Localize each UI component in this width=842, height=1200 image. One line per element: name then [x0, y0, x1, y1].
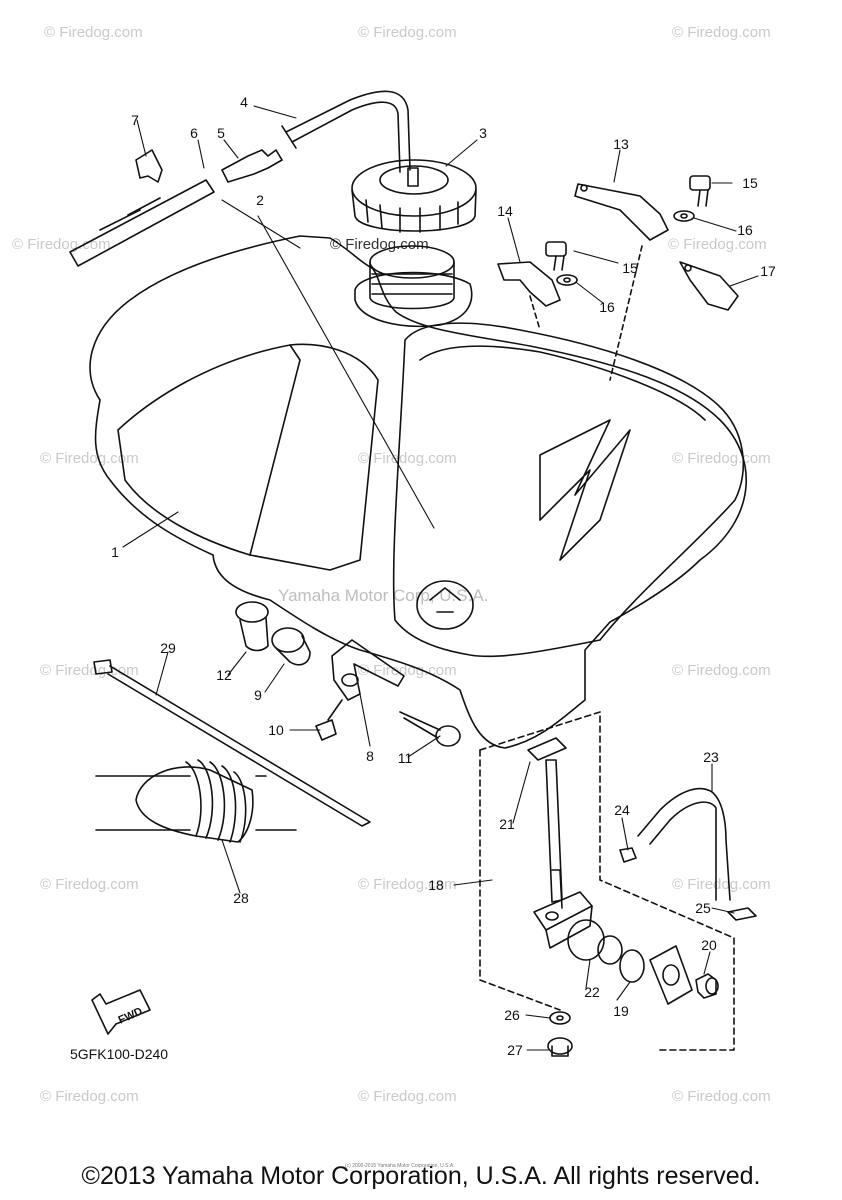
fuel-cock-18: [533, 759, 593, 949]
leader-lines: [122, 105, 759, 1051]
callout-13: 13: [613, 136, 629, 152]
fuel-hose-23: [637, 787, 731, 901]
fwd-arrow: [91, 989, 151, 1035]
washer-16-lower: [556, 274, 578, 286]
watermark: © Firedog.com: [12, 236, 111, 253]
watermark: © Firedog.com: [672, 450, 771, 467]
callout-16-lower: 16: [599, 299, 615, 315]
watermark: © Firedog.com: [40, 450, 139, 467]
check-valve: [221, 149, 283, 183]
watermark: © Firedog.com: [358, 24, 457, 41]
callout-11: 11: [397, 750, 413, 766]
callout-4: 4: [240, 94, 248, 110]
copyright-footer: ©2013 Yamaha Motor Corporation, U.S.A. A…: [81, 1162, 761, 1190]
callout-24: 24: [614, 802, 630, 818]
callout-7: 7: [131, 112, 139, 128]
callout-6: 6: [190, 125, 198, 141]
callout-29: 29: [160, 640, 176, 656]
bracket-14: [497, 261, 561, 331]
watermark: © Firedog.com: [358, 876, 457, 893]
gasket-21: [527, 737, 567, 761]
bolt-27: [547, 1037, 573, 1057]
callout-16-upper: 16: [737, 222, 753, 238]
watermark: © Firedog.com: [40, 662, 139, 679]
bolt-11: [399, 711, 461, 747]
breather-hose: [281, 90, 411, 173]
callout-28: 28: [233, 890, 249, 906]
fuel-tank: [89, 235, 748, 749]
bracket-8: [331, 639, 405, 701]
callout-1: 1: [111, 544, 119, 560]
watermark: © Firedog.com: [40, 1088, 139, 1105]
watermark: © Firedog.com: [40, 876, 139, 893]
bracket-17: [679, 261, 739, 311]
diagram-code: 5GFK100-D240: [70, 1046, 169, 1062]
watermark: © Firedog.com: [672, 876, 771, 893]
washer-16-upper: [673, 210, 695, 222]
callout-27: 27: [507, 1042, 523, 1058]
callout-15-lower: 15: [622, 260, 638, 276]
center-watermark: Yamaha Motor Corp, U.S.A.: [278, 586, 489, 605]
filter-22: [567, 919, 623, 965]
tiny-copyright: (c) 2000-2015 Yamaha Motor Corporation, …: [345, 1163, 455, 1169]
watermark: © Firedog.com: [44, 24, 143, 41]
fuel-cap: [351, 159, 477, 233]
bolt-15-lower: [545, 241, 567, 271]
watermark: © Firedog.com: [672, 662, 771, 679]
fuel-cock-group: [479, 711, 735, 1051]
callout-12: 12: [216, 667, 232, 683]
callout-18: 18: [428, 877, 444, 893]
watermark: © Firedog.com: [672, 1088, 771, 1105]
callout-20: 20: [701, 937, 717, 953]
callout-19: 19: [613, 1003, 629, 1019]
callout-17: 17: [760, 263, 776, 279]
watermark: © Firedog.com: [358, 1088, 457, 1105]
bracket-13: [574, 183, 669, 381]
screw-20: [695, 973, 719, 999]
hose-clip: [135, 149, 163, 183]
callout-14: 14: [497, 203, 513, 219]
bolt-10: [315, 699, 343, 741]
callout-5: 5: [217, 125, 225, 141]
watermark: © Firedog.com: [672, 24, 771, 41]
cable-tie: [93, 659, 371, 827]
callout-25: 25: [695, 900, 711, 916]
callout-3: 3: [479, 125, 487, 141]
protector-28: [95, 759, 297, 843]
filler-neck: [369, 245, 455, 310]
bolt-15-upper: [689, 175, 711, 207]
callout-22: 22: [584, 984, 600, 1000]
vent-hose: [69, 179, 215, 267]
callout-9: 9: [254, 687, 262, 703]
callout-15-upper: 15: [742, 175, 758, 191]
collar-12: [235, 601, 269, 652]
lever-20-cover: [649, 945, 693, 1005]
oring-19: [619, 949, 645, 983]
callout-26: 26: [504, 1007, 520, 1023]
callout-8: 8: [366, 748, 374, 764]
damper-9: [271, 627, 311, 666]
watermark-dark: © Firedog.com: [330, 236, 429, 253]
callout-2: 2: [256, 192, 264, 208]
watermark: © Firedog.com: [358, 450, 457, 467]
clip-25: [727, 907, 757, 921]
callout-23: 23: [703, 749, 719, 765]
watermark: © Firedog.com: [668, 236, 767, 253]
callout-21: 21: [499, 816, 515, 832]
callout-10: 10: [268, 722, 284, 738]
washer-26: [549, 1011, 571, 1025]
